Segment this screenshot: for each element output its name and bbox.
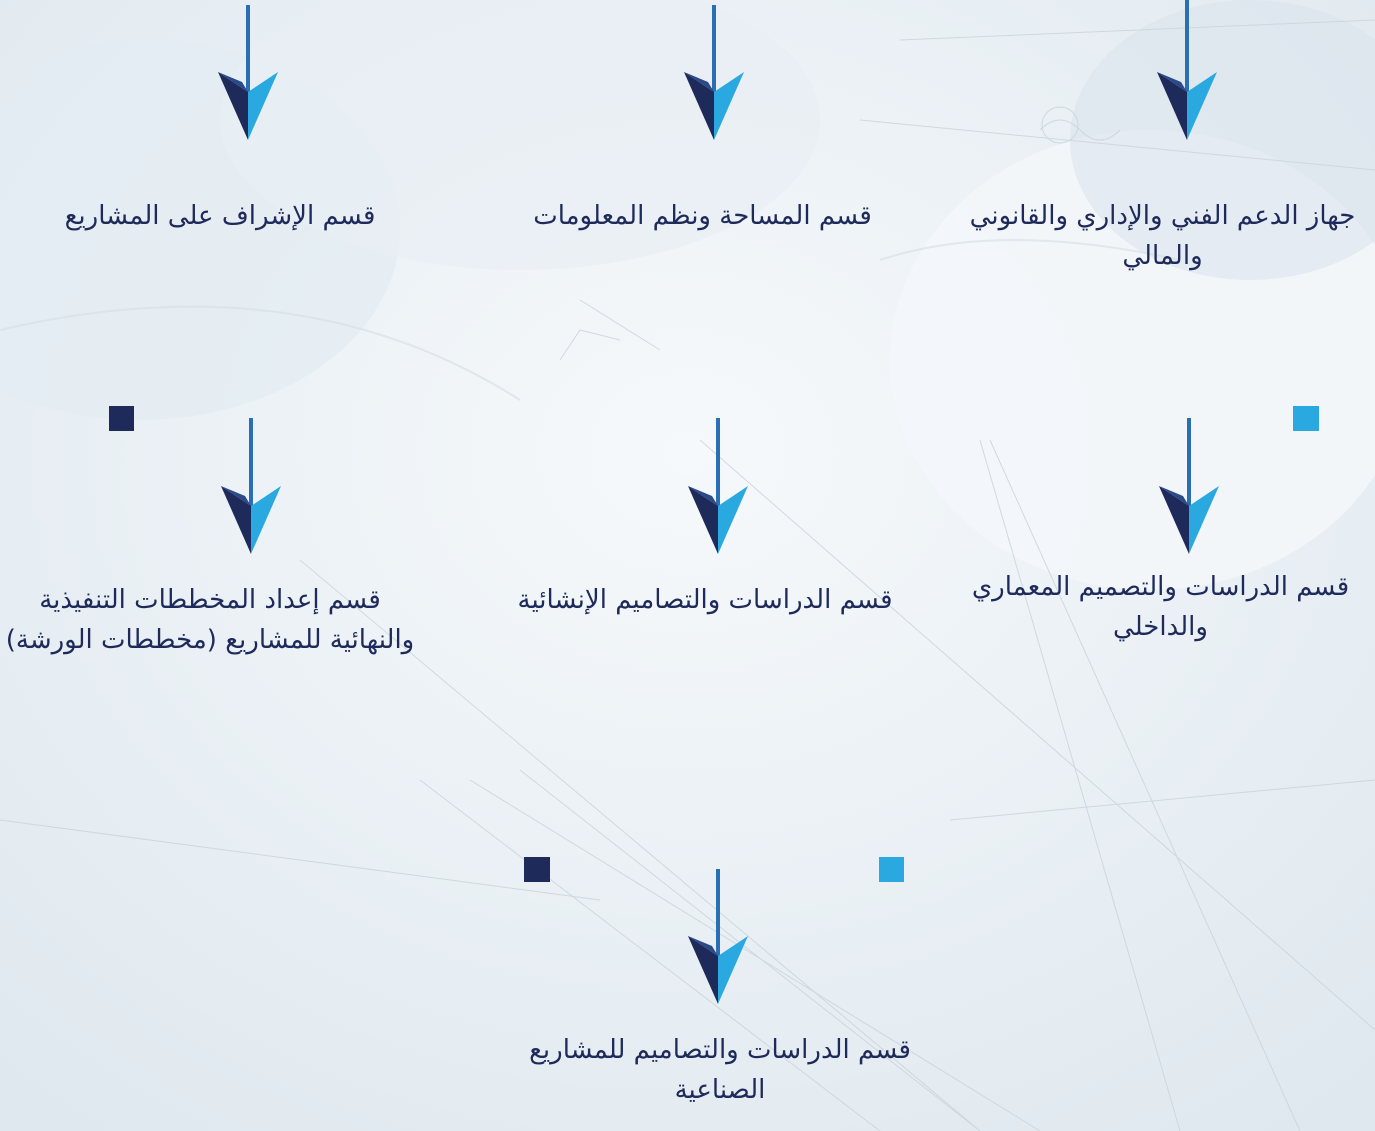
stem-supervision <box>218 5 278 140</box>
square-marker-icon <box>1293 406 1319 431</box>
stem-architectural <box>1159 418 1219 554</box>
arrow-down-icon <box>684 72 744 140</box>
square-marker-icon <box>524 857 550 882</box>
top-row-connectors <box>218 0 1217 140</box>
stem-shop-drawings <box>221 418 281 554</box>
stem-industrial <box>688 869 748 1004</box>
stem-survey-info <box>684 5 744 140</box>
square-marker-icon <box>109 406 134 431</box>
arrow-down-icon <box>688 486 748 554</box>
arrow-down-icon <box>688 936 748 1004</box>
middle-row-connectors <box>221 418 1219 554</box>
node-supervision: قسم الإشراف على المشاريع <box>64 201 376 231</box>
bottom-bar <box>524 857 904 882</box>
middle-bar <box>109 406 1319 431</box>
node-survey-info: قسم المساحة ونظم المعلومات <box>533 201 872 231</box>
node-admin-support: جهاز الدعم الفني والإداري والقانوني والم… <box>969 201 1356 271</box>
square-marker-icon <box>879 857 904 882</box>
arrow-down-icon <box>221 486 281 554</box>
node-structural: قسم الدراسات والتصاميم الإنشائية <box>517 585 893 615</box>
arrow-down-icon <box>218 72 278 140</box>
node-industrial: قسم الدراسات والتصاميم للمشاريع الصناعية <box>529 1035 911 1105</box>
node-shop-drawings: قسم إعداد المخططات التنفيذية والنهائية ل… <box>5 585 415 655</box>
node-architectural: قسم الدراسات والتصميم المعماري والداخلي <box>971 572 1350 642</box>
stem-structural <box>688 418 748 554</box>
stem-admin-support <box>1157 0 1217 140</box>
arrow-down-icon <box>1157 72 1217 140</box>
arrow-down-icon <box>1159 486 1219 554</box>
